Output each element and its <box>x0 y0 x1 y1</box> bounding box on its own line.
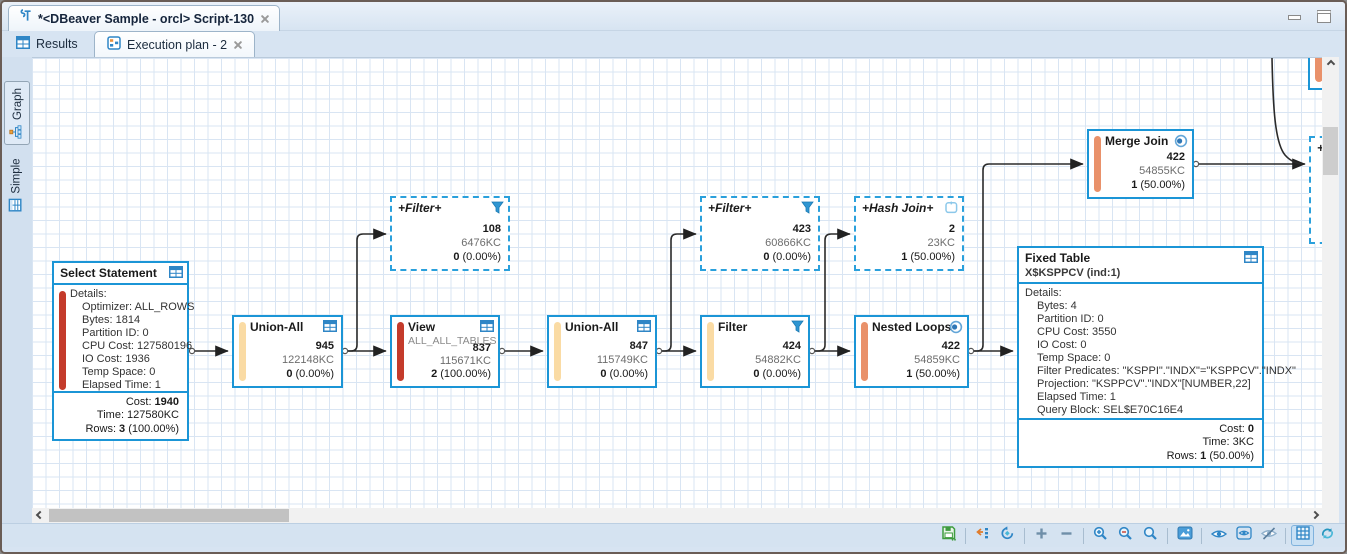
magnifier-minus-icon <box>1118 526 1133 546</box>
config-icon <box>975 526 990 546</box>
hide-details-button[interactable] <box>1257 525 1280 546</box>
scroll-left-arrow[interactable] <box>32 508 47 522</box>
table-icon <box>169 266 183 281</box>
magnifier-icon <box>1143 526 1158 546</box>
filter-icon <box>491 201 504 217</box>
plan-node-partial-right[interactable]: +B <box>1309 136 1322 244</box>
minus-icon <box>1060 527 1073 545</box>
eye-icon <box>1174 134 1188 151</box>
cost-bar <box>397 322 404 381</box>
plus-icon <box>1035 527 1048 545</box>
side-tab-simple-label: Simple <box>11 158 23 194</box>
plan-node-fixed-table[interactable]: Fixed Table X$KSPPCV (ind:1) Details: By… <box>1017 246 1296 468</box>
cost-bar <box>554 322 561 381</box>
plan-toolbar <box>2 523 1345 547</box>
filter-icon <box>801 201 814 217</box>
results-grid-icon <box>16 36 30 52</box>
status-strip <box>2 547 1345 552</box>
eye-slash-icon <box>1260 526 1277 545</box>
plan-node-select-statement[interactable]: Select Statement Details: Optimizer: ALL… <box>52 261 194 441</box>
show-details-button[interactable] <box>1207 525 1230 546</box>
side-tab-graph-label: Graph <box>11 87 23 120</box>
plan-node-merge-join[interactable]: Merge Join 422 54855KC 1(50.00%) <box>1087 129 1194 199</box>
plan-node-nested-loops[interactable]: Nested Loops 422 54859KC 1(50.00%) <box>854 315 969 388</box>
plan-node-partial-top[interactable] <box>1308 58 1322 90</box>
reset-button[interactable] <box>996 525 1019 546</box>
zoom-in-button[interactable] <box>1089 525 1112 546</box>
simple-view-icon <box>9 198 25 212</box>
zoom-out-step-button[interactable] <box>1055 525 1078 546</box>
eye-icon <box>949 320 963 337</box>
eye-box-icon <box>1235 526 1252 545</box>
tab-execution-plan-label: Execution plan - 2 <box>127 37 228 52</box>
cost-bar <box>239 322 246 381</box>
sql-script-icon <box>17 8 32 29</box>
maximize-view-button[interactable] <box>1317 10 1331 23</box>
plan-node-filter[interactable]: Filter 424 54882KC 0(0.00%) <box>700 315 810 388</box>
table-icon <box>480 320 494 335</box>
plan-node-view[interactable]: View ALL_ALL_TABLES 837 115671KC 2(100.0… <box>390 315 500 388</box>
tab-results-label: Results <box>36 37 78 51</box>
cost-bar <box>59 291 66 390</box>
zoom-in-step-button[interactable] <box>1030 525 1053 546</box>
view-mode-strip: Graph Simple <box>2 57 32 523</box>
grid-icon <box>1295 526 1310 545</box>
reset-icon <box>1000 525 1015 546</box>
editor-tab-title: *<DBeaver Sample - orcl> Script-130 <box>38 11 255 26</box>
side-tab-graph[interactable]: Graph <box>4 81 30 145</box>
table-icon <box>637 320 651 335</box>
scroll-right-arrow[interactable] <box>1307 508 1322 522</box>
scrollbar-corner <box>1322 508 1339 523</box>
cost-bar <box>707 322 714 381</box>
plan-node-hash-join-hint[interactable]: +Hash Join+ 2 23KC 1(50.00%) <box>854 196 964 271</box>
result-tab-bar: Results Execution plan - 2 <box>2 31 1345 57</box>
horizontal-scroll-thumb[interactable] <box>49 509 289 522</box>
close-icon[interactable] <box>260 14 269 23</box>
vertical-scroll-thumb[interactable] <box>1323 127 1338 175</box>
execution-plan-icon <box>107 36 121 53</box>
save-icon <box>941 525 957 546</box>
plan-node-union-all-2[interactable]: Union-All 847 115749KC 0(0.00%) <box>547 315 657 388</box>
cost-bar <box>861 322 868 381</box>
toolbar-separator <box>1024 527 1025 544</box>
eye-icon <box>1210 527 1227 545</box>
filter-icon <box>791 320 804 336</box>
plan-node-filter-hint-2[interactable]: +Filter+ 423 60866KC 0(0.00%) <box>700 196 820 271</box>
zoom-out-button[interactable] <box>1114 525 1137 546</box>
hint-icon <box>945 201 958 217</box>
refresh-button[interactable] <box>1316 525 1339 546</box>
picture-icon <box>1177 526 1193 545</box>
toolbar-separator <box>1167 527 1168 544</box>
plan-canvas[interactable]: Select Statement Details: Optimizer: ALL… <box>32 57 1322 508</box>
close-icon[interactable] <box>233 40 242 49</box>
horizontal-scrollbar[interactable] <box>32 508 1322 523</box>
editor-tab-sql-script[interactable]: *<DBeaver Sample - orcl> Script-130 <box>8 5 281 31</box>
toolbar-separator <box>965 527 966 544</box>
plan-node-union-all-1[interactable]: Union-All 945 122148KC 0(0.00%) <box>232 315 343 388</box>
tab-execution-plan[interactable]: Execution plan - 2 <box>94 31 256 57</box>
save-button[interactable] <box>937 525 960 546</box>
cost-bar <box>1315 58 1322 82</box>
magnifier-plus-icon <box>1093 526 1108 546</box>
toggle-grid-button[interactable] <box>1291 525 1314 546</box>
editor-tab-bar: *<DBeaver Sample - orcl> Script-130 <box>2 2 1345 31</box>
tab-results[interactable]: Results <box>4 31 90 57</box>
scroll-up-arrow[interactable] <box>1323 57 1338 71</box>
side-tab-simple[interactable]: Simple <box>4 153 30 217</box>
zoom-original-button[interactable] <box>1139 525 1162 546</box>
show-selected-details-button[interactable] <box>1232 525 1255 546</box>
table-icon <box>1244 251 1258 266</box>
toolbar-separator <box>1083 527 1084 544</box>
screenshot-button[interactable] <box>1173 525 1196 546</box>
plan-node-filter-hint-1[interactable]: +Filter+ 108 6476KC 0(0.00%) <box>390 196 510 271</box>
graph-icon <box>8 124 26 139</box>
config-button[interactable] <box>971 525 994 546</box>
refresh-icon <box>1320 526 1335 546</box>
toolbar-separator <box>1201 527 1202 544</box>
vertical-scrollbar[interactable] <box>1322 57 1339 523</box>
cost-bar <box>1094 136 1101 192</box>
minimize-view-button[interactable] <box>1288 15 1301 20</box>
table-icon <box>323 320 337 335</box>
toolbar-separator <box>1285 527 1286 544</box>
